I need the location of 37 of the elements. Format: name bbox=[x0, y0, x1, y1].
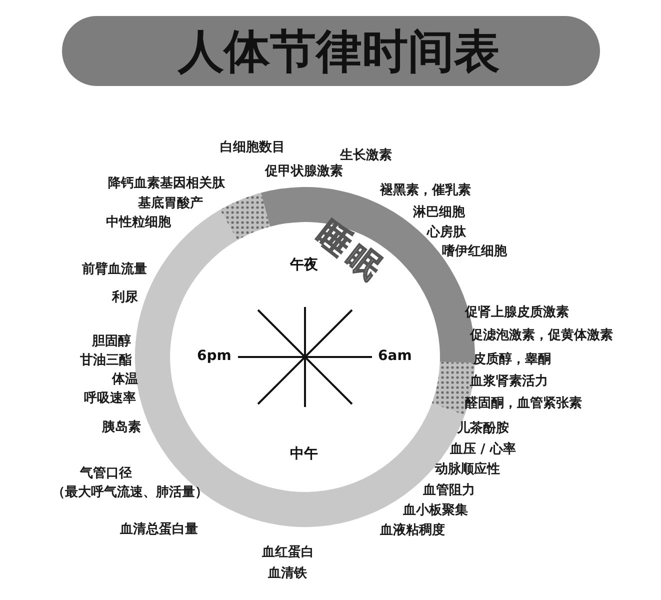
rhythm-label: 儿茶酚胺 bbox=[457, 421, 509, 437]
time-label: 中午 bbox=[290, 446, 318, 462]
rhythm-label: 血小板聚集 bbox=[403, 503, 468, 519]
rhythm-label: 血红蛋白 bbox=[262, 545, 314, 561]
rhythm-label: 胆固醇 bbox=[92, 334, 131, 350]
rhythm-label: 白细胞数目 bbox=[220, 140, 285, 156]
rhythm-label: 褪黑素，催乳素 bbox=[380, 183, 471, 199]
rhythm-label: 促滤泡激素，促黄体激素 bbox=[470, 328, 613, 344]
time-label: 6pm bbox=[197, 348, 232, 364]
rhythm-label: 血管阻力 bbox=[423, 483, 475, 499]
rhythm-label: 血压 / 心率 bbox=[450, 442, 516, 458]
title: 人体节律时间表 bbox=[178, 23, 500, 80]
rhythm-label: 中性粒细胞 bbox=[106, 215, 171, 231]
rhythm-label: 动脉顺应性 bbox=[435, 462, 500, 478]
rhythm-label: 血浆肾素活力 bbox=[470, 374, 548, 390]
rhythm-label: 嗜伊红细胞 bbox=[442, 244, 507, 260]
rhythm-label: 血清总蛋白量 bbox=[120, 522, 198, 538]
rhythm-label: 淋巴细胞 bbox=[413, 205, 465, 221]
rhythm-label: 促甲状腺激素 bbox=[265, 164, 343, 180]
rhythm-label: 血液粘稠度 bbox=[380, 523, 445, 539]
rhythm-label: 胰岛素 bbox=[102, 420, 141, 436]
rhythm-label: 气管口径 bbox=[80, 466, 132, 482]
rhythm-label: 呼吸速率 bbox=[84, 391, 136, 407]
rhythm-label: 醛固酮，血管紧张素 bbox=[465, 396, 582, 412]
rhythm-label: （最大呼气流速、肺活量） bbox=[52, 485, 208, 501]
rhythm-label: 利尿 bbox=[112, 290, 138, 306]
rhythm-label: 前臂血流量 bbox=[82, 262, 147, 278]
rhythm-label: 基底胃酸产 bbox=[138, 196, 203, 212]
rhythm-label: 生长激素 bbox=[340, 148, 392, 164]
rhythm-label: 皮质醇，睾酮 bbox=[473, 352, 551, 368]
time-label: 6am bbox=[378, 348, 412, 364]
rhythm-label: 血清铁 bbox=[268, 566, 307, 582]
rhythm-label: 促肾上腺皮质激素 bbox=[465, 305, 569, 321]
rhythm-label: 甘油三酯 bbox=[80, 353, 132, 369]
rhythm-label: 体温 bbox=[112, 372, 138, 388]
rhythm-label: 降钙血素基因相关肽 bbox=[108, 176, 225, 192]
rhythm-label: 心房肽 bbox=[427, 225, 466, 241]
